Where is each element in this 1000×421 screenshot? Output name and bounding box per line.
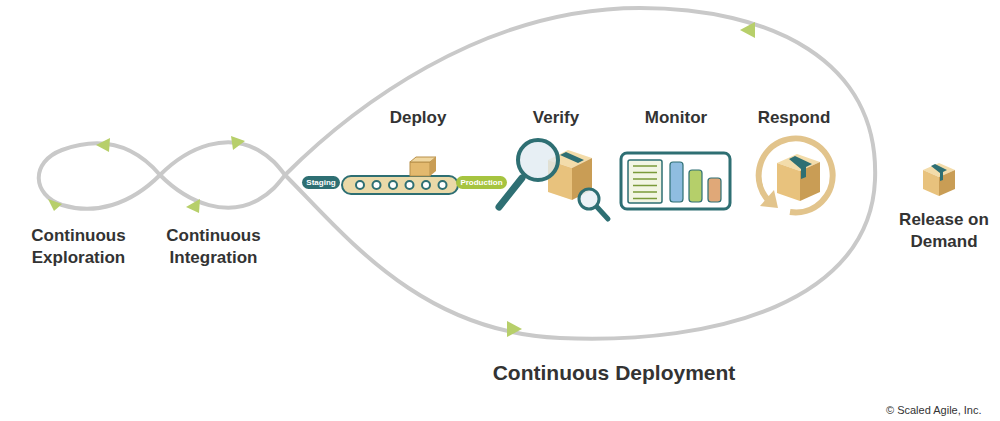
node-text: Staging — [306, 178, 335, 187]
step-label: Respond — [739, 107, 849, 129]
step-label: Deploy — [358, 107, 478, 129]
section-title: Continuous Deployment — [454, 359, 774, 386]
lens-handle — [597, 207, 608, 219]
box-front — [777, 163, 800, 201]
package — [410, 162, 430, 176]
arrow-head — [96, 138, 110, 152]
box-tape — [560, 152, 584, 163]
roller — [356, 181, 364, 189]
verify-icon — [499, 140, 608, 219]
bar — [670, 162, 683, 202]
loop-arrows — [48, 22, 755, 337]
stage-label: Continuous Exploration — [16, 225, 141, 269]
release-box — [923, 163, 955, 196]
list-lines — [633, 166, 657, 199]
step-label: Verify — [496, 107, 616, 129]
roller — [389, 181, 397, 189]
box-front — [923, 170, 939, 196]
arrow-head — [231, 136, 245, 150]
bar — [689, 170, 702, 202]
box-tape — [789, 156, 812, 179]
production-pill: Production — [456, 176, 507, 189]
arrow-head — [48, 199, 62, 211]
cycle-arc — [759, 138, 833, 212]
small-lens — [579, 189, 599, 209]
list-line — [633, 178, 657, 180]
roller — [373, 181, 381, 189]
copyright-note: © Scaled Agile, Inc. — [886, 403, 982, 417]
release-label: Release on Demand — [897, 209, 991, 253]
stage-label: Continuous Integration — [151, 225, 276, 269]
list-line — [633, 185, 657, 187]
staging-pill: Staging — [302, 176, 340, 189]
list-line — [633, 172, 657, 174]
arrow-head — [507, 321, 522, 337]
package-side — [430, 157, 436, 176]
list-line — [633, 191, 657, 193]
list-line — [633, 165, 657, 167]
roller — [406, 181, 414, 189]
bar — [708, 178, 721, 202]
roller — [422, 181, 430, 189]
box-tape — [931, 164, 947, 181]
conveyor — [342, 157, 458, 194]
dashboard — [621, 153, 730, 209]
list-line — [633, 198, 657, 200]
arrow-head — [740, 22, 755, 38]
infinity-loop-lower — [160, 175, 285, 208]
infinity-loop — [39, 142, 285, 209]
monitor-icon — [621, 153, 730, 209]
big-lens — [518, 140, 558, 180]
respond-icon — [759, 138, 833, 212]
step-label: Monitor — [616, 107, 736, 129]
belt — [342, 176, 458, 194]
list-panel — [628, 160, 662, 203]
arrow-head — [186, 199, 200, 213]
rollers — [356, 181, 447, 189]
node-text: Production — [460, 178, 502, 187]
flow-loop — [39, 8, 875, 339]
deployment-loop — [285, 8, 875, 339]
cycle-arrow — [760, 190, 778, 208]
roller — [439, 181, 447, 189]
